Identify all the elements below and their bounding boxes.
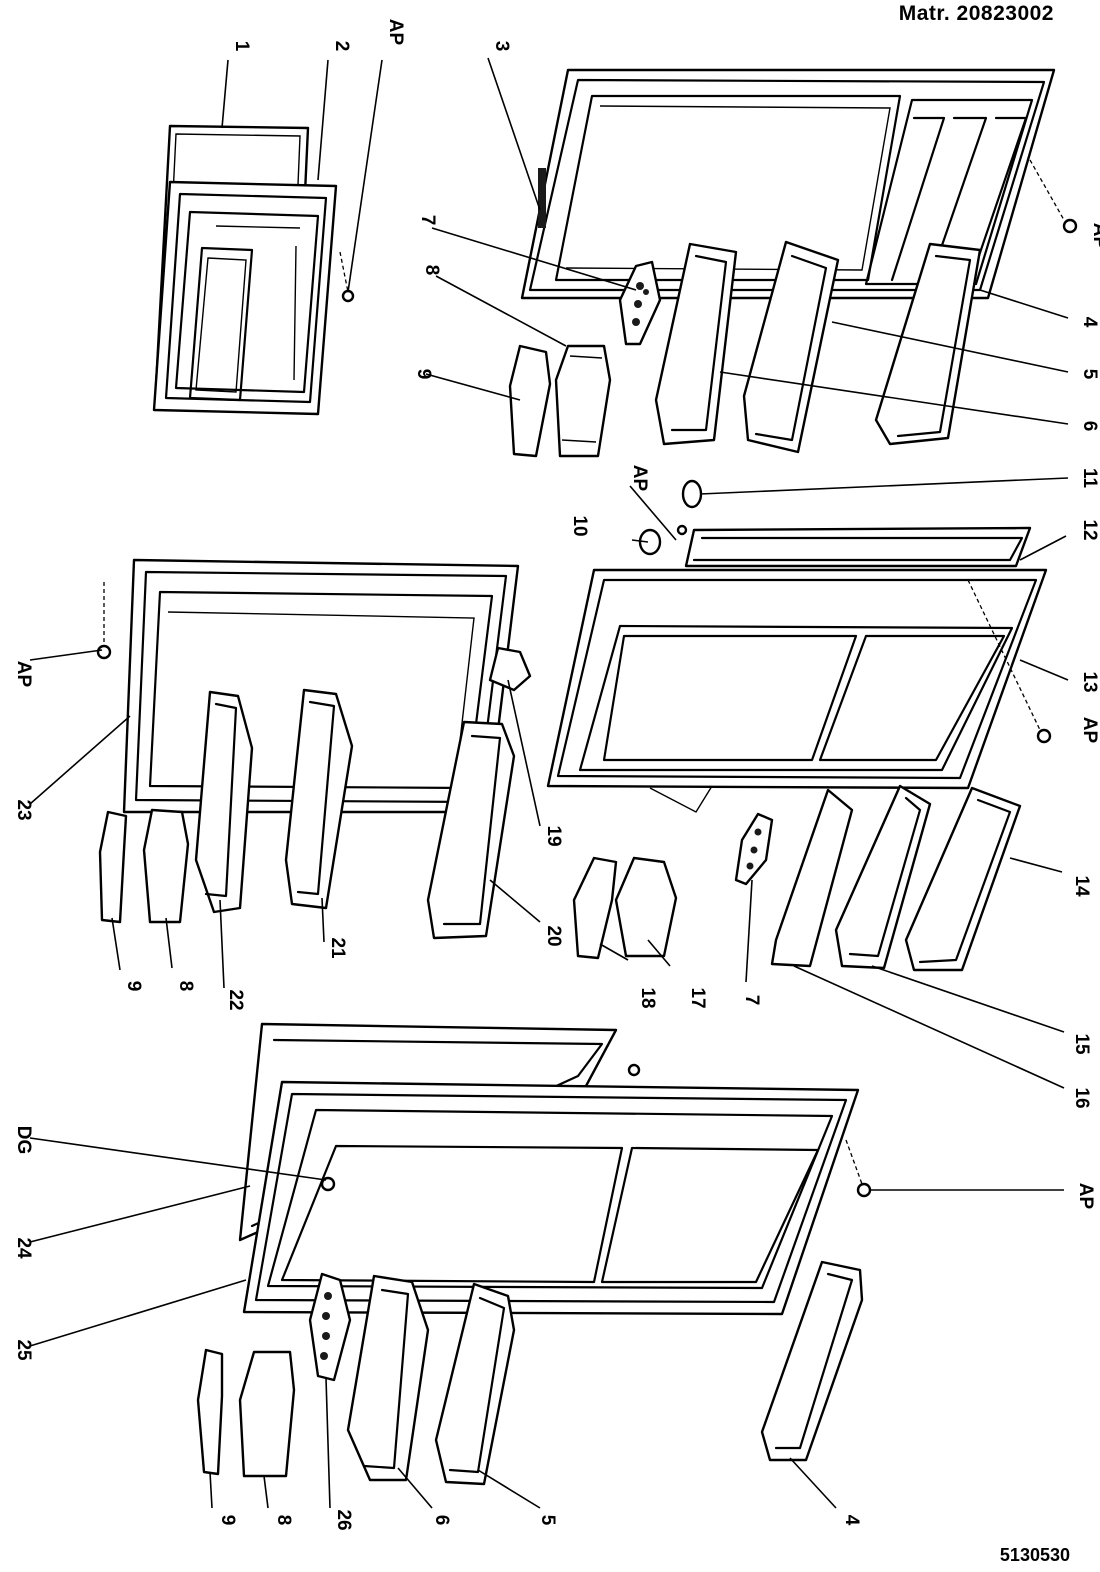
callout-11: 11: [1079, 468, 1100, 489]
callout-5-upper: 5: [1079, 369, 1100, 380]
part-6-door-bin-upper: [654, 242, 738, 446]
part-25-lower-door-liner: [242, 1080, 860, 1316]
screw-ap-6: [676, 524, 688, 536]
callout-26: 26: [333, 1509, 354, 1530]
callout-24: 24: [13, 1237, 34, 1259]
callout-6-upper: 6: [1079, 421, 1100, 432]
part-8-butter-box-upper: [554, 344, 612, 458]
part-13-freezer-door-liner: [546, 568, 1048, 813]
callout-19: 19: [543, 825, 564, 846]
drawing-sheet-number: 5130530: [999, 1545, 1070, 1565]
callout-3: 3: [491, 41, 512, 52]
callout-4-upper: 4: [1079, 317, 1100, 328]
part-10-hinge-cap: [638, 528, 662, 556]
callout-ap-4: AP: [1079, 717, 1100, 744]
callout-22: 22: [225, 989, 246, 1010]
callout-ap-1: AP: [385, 19, 406, 46]
callout-dg: DG: [13, 1126, 34, 1155]
callout-ap-2: AP: [1089, 223, 1100, 250]
callout-4-lower: 4: [841, 1515, 862, 1526]
callout-ap-3: AP: [13, 661, 34, 688]
callout-14: 14: [1071, 875, 1092, 897]
callout-1: 1: [231, 41, 252, 52]
part-5-door-bin-lower: [434, 1282, 516, 1486]
screw-small: [627, 1063, 641, 1077]
callout-ap-6: AP: [629, 465, 650, 492]
part-6-door-bin-lower: [346, 1274, 430, 1482]
callout-21: 21: [327, 937, 348, 959]
callout-13: 13: [1079, 671, 1100, 692]
callout-8-upper: 8: [421, 265, 442, 276]
part-9-butter-lid-middle: [98, 810, 128, 924]
callout-25: 25: [13, 1339, 34, 1361]
callout-6-lower: 6: [431, 1515, 452, 1526]
callout-8-lower: 8: [273, 1515, 294, 1526]
callout-labels: 1 2 AP 3 7 8 9 AP 4 5 6 AP 11 10 12 13 A…: [13, 19, 1100, 1531]
part-26-egg-tray: [308, 1272, 352, 1382]
callout-7-middle: 7: [741, 995, 762, 1006]
callout-8-middle: 8: [175, 981, 196, 992]
drawing-matr-number: Matr. 20823002: [898, 2, 1054, 25]
part-15-door-bin: [834, 784, 932, 970]
callout-12: 12: [1079, 519, 1100, 540]
callout-17: 17: [687, 987, 708, 1008]
part-11-hinge-cap: [681, 479, 703, 509]
screw-dg: [320, 1176, 336, 1192]
callout-7-upper: 7: [417, 215, 438, 226]
part-16-door-bin-small: [770, 788, 854, 968]
screw-ap-5: [845, 1139, 872, 1198]
callout-9-upper: 9: [413, 369, 434, 380]
part-12-door-gasket: [684, 526, 1032, 568]
part-19-door-handle-knob: [488, 646, 532, 692]
callout-ap-5: AP: [1075, 1183, 1096, 1210]
callout-5-lower: 5: [537, 1515, 558, 1526]
part-2-door-liner: [152, 180, 338, 416]
callout-23: 23: [13, 799, 34, 820]
part-7-egg-tray-lower: [734, 812, 774, 886]
callout-2: 2: [331, 41, 352, 52]
part-9-butter-lid-lower: [196, 1348, 224, 1476]
part-14-bottle-shelf: [904, 786, 1022, 972]
part-18-butter-lid: [572, 856, 618, 960]
part-4-bottle-shelf-upper: [874, 242, 982, 446]
callout-10: 10: [569, 515, 590, 536]
screw-ap-4: [967, 579, 1052, 744]
callout-9-lower: 9: [217, 1515, 238, 1526]
part-9-butter-lid-upper: [508, 344, 552, 458]
part-5-door-bin-upper: [742, 240, 840, 454]
part-22-door-bin: [194, 690, 254, 914]
leader-lines: [29, 57, 1069, 1509]
callout-20: 20: [543, 925, 564, 946]
callout-9-middle: 9: [123, 981, 144, 992]
callout-16: 16: [1071, 1087, 1092, 1108]
part-21-door-bin: [284, 688, 354, 910]
part-17-butter-box: [614, 856, 678, 958]
callout-18: 18: [637, 987, 658, 1008]
screw-ap-2: [1029, 159, 1078, 234]
part-8-butter-box-lower: [238, 1350, 296, 1478]
part-4-bottle-shelf-lower: [760, 1260, 864, 1462]
part-7-egg-tray-upper: [618, 260, 662, 346]
screw-ap-3: [96, 582, 112, 660]
callout-15: 15: [1071, 1033, 1092, 1055]
part-20-bottle-shelf: [426, 720, 516, 940]
part-8-butter-box-middle: [142, 808, 190, 924]
